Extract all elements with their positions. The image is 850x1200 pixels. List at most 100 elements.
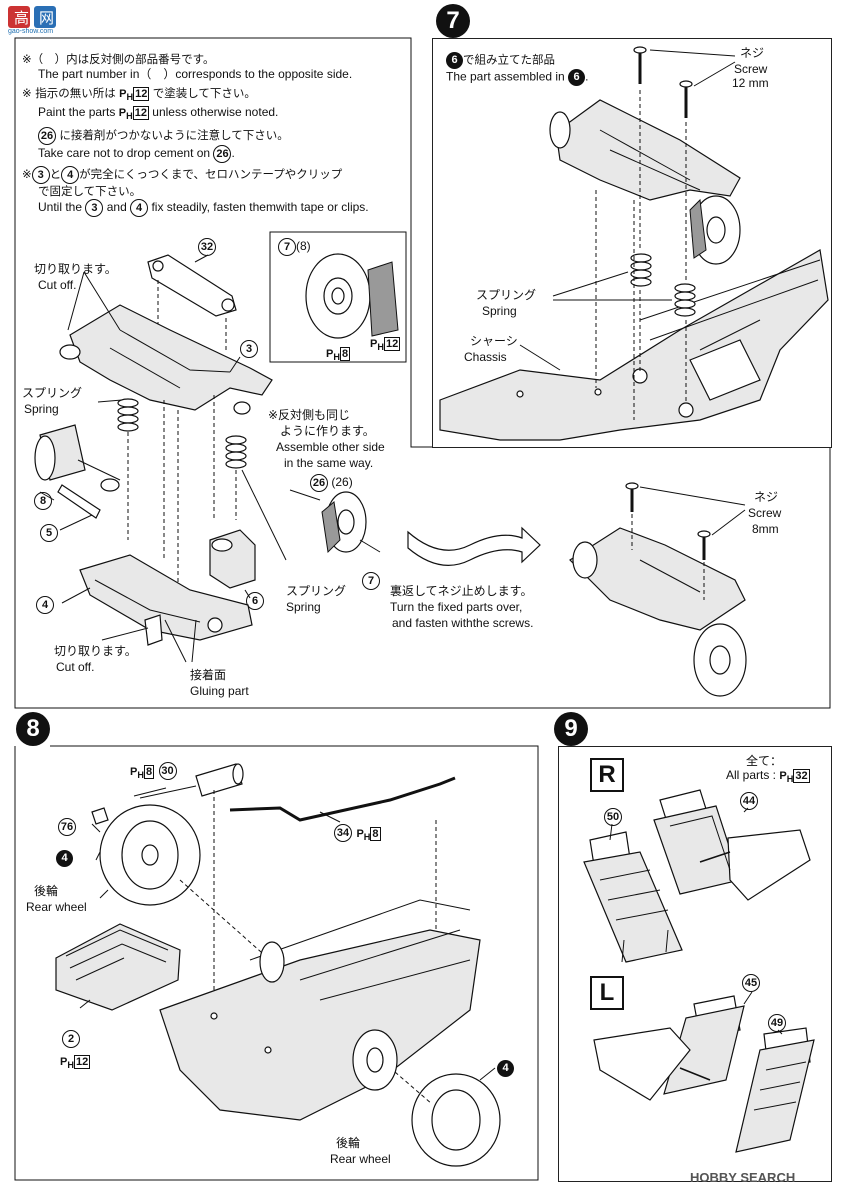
part-5-badge: 5	[40, 524, 58, 542]
inset-ph12-code: 12	[383, 337, 401, 351]
part-26-badge-diagram: 26	[310, 474, 328, 492]
screw-jp: ネジ	[740, 46, 765, 60]
step7-spring-jp: スプリング	[476, 288, 537, 302]
seat-44	[653, 789, 811, 901]
step7-assembled-en: The part assembled in	[446, 69, 565, 84]
all-parts-jp: 全て：	[746, 754, 783, 768]
exhaust-34	[229, 776, 456, 822]
screw-8mm-b	[697, 530, 711, 560]
note3-jp: に接着剤がつかないように注意して下さい。	[59, 128, 289, 143]
spring-jp: スプリング	[22, 386, 83, 400]
part-8-badge: 8	[34, 492, 52, 510]
note4-en-a: Until the	[38, 200, 83, 215]
lower-frame-4	[79, 554, 253, 641]
rear-wheel-en: Rear wheel	[26, 900, 87, 914]
chassis-en: Chassis	[464, 350, 507, 364]
all-parts-ph32: 32	[793, 769, 810, 783]
other-side-jp1: ※反対側も同じ	[268, 408, 351, 422]
hobbysearch-watermark: HOBBY SEARCH	[690, 1170, 796, 1185]
inset-ph8-code: 8	[339, 347, 351, 361]
paint-code-12b: 12	[132, 106, 149, 121]
part-44-badge: 44	[740, 792, 758, 810]
step7-spring-a	[630, 253, 652, 287]
part-7-badge: 7	[362, 572, 380, 590]
muffler-30	[139, 763, 244, 799]
note4-en-b: and	[106, 200, 127, 215]
other-side-en1: Assemble other side	[276, 440, 385, 454]
site-logo-icon: 高 网	[8, 6, 56, 28]
step8-ph8b: 8	[370, 827, 381, 842]
part-76-tip	[91, 807, 109, 825]
screw2-size: 8mm	[752, 522, 779, 536]
turn-en1: Turn the fixed parts over,	[390, 600, 523, 614]
svg-text:高: 高	[14, 9, 29, 27]
paint-code-icon: PH	[119, 88, 134, 103]
step7-assembled-en-line: The part assembled in 6.	[446, 69, 588, 86]
site-url: gao-show.com	[8, 28, 54, 35]
part-45-badge: 45	[742, 974, 760, 992]
seat-back-49	[735, 1027, 815, 1153]
inset-box	[269, 231, 407, 363]
spring2-jp: スプリング	[286, 584, 347, 598]
tire-sprue-2	[55, 923, 181, 1011]
brake-disc-left	[321, 491, 367, 554]
screw-8mm-a	[625, 482, 639, 512]
step8-ph12-code: 12	[73, 1055, 91, 1069]
part-6-badge: 6	[246, 592, 264, 610]
paint-code-icon: PH	[118, 107, 133, 122]
note2-en-b: unless otherwise noted.	[152, 105, 279, 120]
glue-en: Gluing part	[190, 684, 249, 698]
chassis	[439, 249, 829, 441]
right-side-label: R	[590, 758, 624, 792]
part-26-opposite: (26)	[331, 475, 353, 490]
step7-spring-b	[674, 283, 696, 317]
rear-wheel-left	[99, 804, 201, 906]
note2-en-a: Paint the parts	[38, 105, 116, 120]
step7-part6-badge-b: 6	[568, 69, 586, 86]
note3-en: Take care not to drop cement on	[38, 146, 211, 161]
bracket-32	[147, 254, 237, 317]
all-parts-en: All parts :	[726, 768, 777, 782]
screw-size: 12 mm	[732, 76, 769, 90]
step9-number: 9	[554, 712, 588, 746]
step8-chassis	[159, 929, 481, 1121]
paint-code-12: 12	[133, 87, 150, 101]
seat-back-50	[583, 831, 683, 963]
part-3-badge: 3	[31, 166, 50, 185]
spring-left	[117, 398, 139, 432]
cutoff-en: Cut off.	[38, 278, 77, 292]
step8-ph8a: 8	[143, 765, 155, 780]
part-4-badge: 4	[61, 166, 80, 185]
svg-text:网: 网	[39, 9, 54, 27]
part-3-badge-b: 3	[85, 199, 104, 218]
part-34-badge: 34	[334, 824, 352, 842]
turn-jp: 裏返してネジ止めします。	[390, 584, 533, 598]
rear-wheel-jp: 後輪	[34, 884, 59, 898]
turnover-arrow-icon	[407, 526, 541, 566]
note1-en: The part number in（ ）corresponds to the …	[38, 67, 353, 81]
note4-jp-d: で固定して下さい。	[38, 184, 142, 199]
step7-part6-badge: 6	[446, 52, 463, 69]
rear-wheel2-jp: 後輪	[336, 1136, 361, 1150]
part-26-badge: 26	[38, 127, 56, 146]
glue-jp: 接着面	[190, 668, 227, 682]
spring-right	[225, 435, 247, 469]
inset-header: 7(8)	[278, 238, 311, 256]
part-2-badge: 2	[62, 1030, 80, 1048]
assembled-suspension	[569, 527, 747, 697]
spring2-en: Spring	[286, 600, 321, 614]
part-26-pair: 26 (26)	[310, 474, 353, 492]
part-50-badge: 50	[604, 808, 622, 826]
step7-spring-en: Spring	[482, 304, 517, 318]
step7-number: 7	[436, 4, 470, 38]
note2-jp: ※ 指示の無い所は	[22, 86, 116, 100]
cutoff2-jp: 切り取ります。	[54, 644, 137, 658]
part-4-rear-badge: 4	[56, 850, 73, 867]
